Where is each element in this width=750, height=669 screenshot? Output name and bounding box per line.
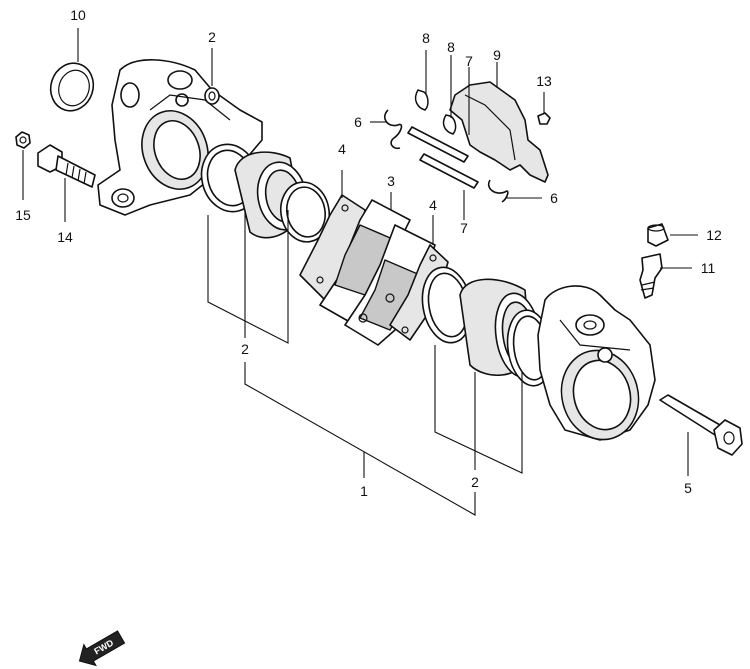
callout-8-right: 8 xyxy=(447,39,455,55)
callout-2-left: 2 xyxy=(241,341,249,357)
piston-seal-right-outer xyxy=(421,266,473,344)
bolt-right xyxy=(659,394,743,456)
cover-screw xyxy=(537,112,551,125)
callout-12: 12 xyxy=(706,227,722,243)
bleeder-valve xyxy=(639,253,663,299)
callout-6-left: 6 xyxy=(354,114,362,130)
callout-15: 15 xyxy=(15,207,31,223)
cap-part xyxy=(49,62,95,112)
bolt-left xyxy=(37,144,96,188)
callout-labels: 10 2 15 14 4 3 4 8 8 7 9 13 6 6 7 12 11 … xyxy=(15,7,722,499)
callout-1: 1 xyxy=(360,483,368,499)
callout-6-right: 6 xyxy=(550,190,558,206)
callout-4-right: 4 xyxy=(429,197,437,213)
brake-pad-set xyxy=(319,199,436,346)
callout-3: 3 xyxy=(387,173,395,189)
bleeder-washer-small xyxy=(204,87,220,105)
caliper-body-right xyxy=(537,285,656,441)
callout-9: 9 xyxy=(493,47,501,63)
callout-11: 11 xyxy=(701,260,716,276)
callout-7-top: 7 xyxy=(465,53,473,69)
pad-pin-lower xyxy=(419,153,479,189)
pad-cover xyxy=(449,81,549,183)
leader-lines xyxy=(22,28,698,516)
nut-part xyxy=(15,131,31,149)
bleeder-cap xyxy=(647,223,669,247)
pad-spring-left xyxy=(383,109,403,150)
caliper-body-left xyxy=(97,59,263,216)
pad-spring-right xyxy=(487,179,509,203)
callout-4-left: 4 xyxy=(338,141,346,157)
callout-14: 14 xyxy=(57,229,73,245)
callout-2-right: 2 xyxy=(471,474,479,490)
callout-8-left: 8 xyxy=(422,30,430,46)
callout-2-top: 2 xyxy=(208,29,216,45)
callout-5: 5 xyxy=(684,480,692,496)
callout-13: 13 xyxy=(536,73,552,89)
callout-7-bottom: 7 xyxy=(460,220,468,236)
fwd-arrow-icon: FWD xyxy=(78,630,126,667)
pin-clip-right xyxy=(442,114,457,135)
piston-seal-left-inner xyxy=(279,181,331,243)
pad-pin-upper xyxy=(407,126,469,163)
callout-10: 10 xyxy=(70,7,86,23)
